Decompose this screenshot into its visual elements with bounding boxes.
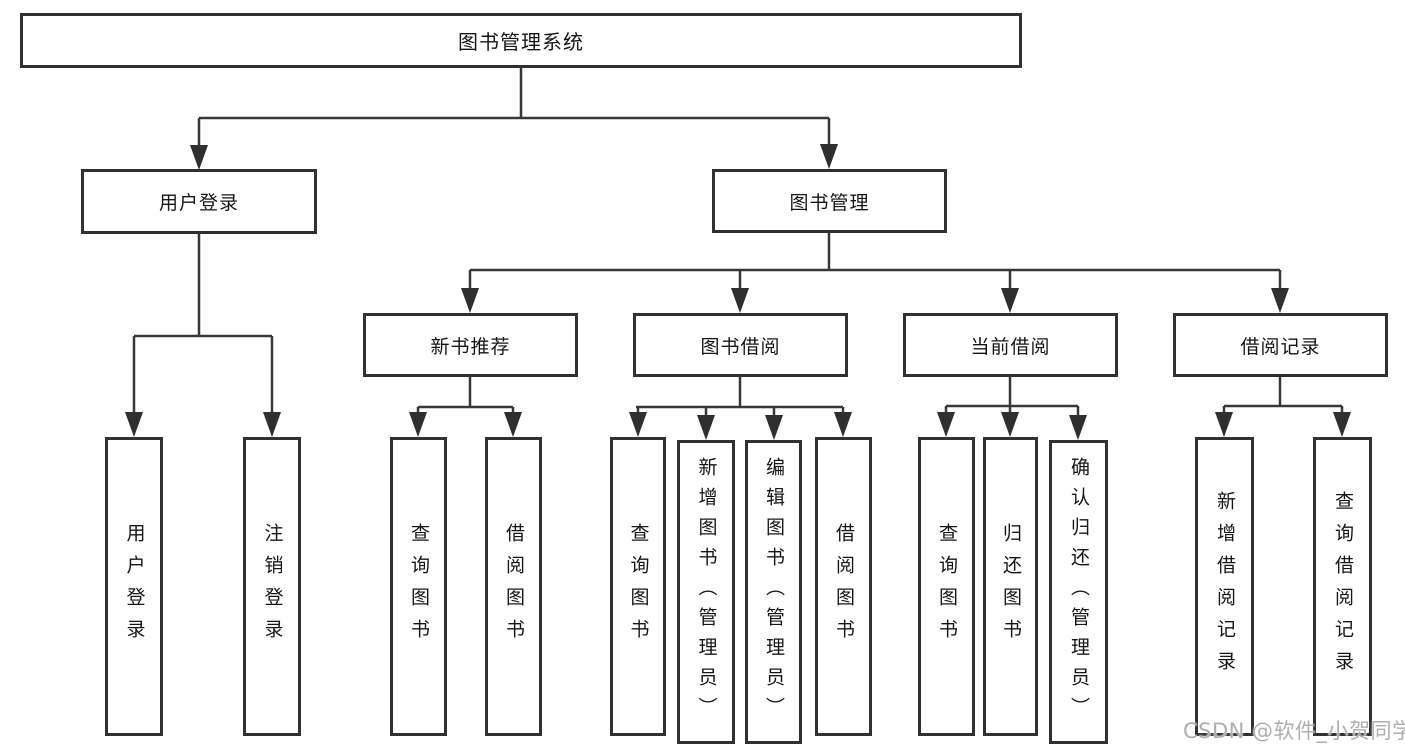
arrow-down-icon (765, 415, 783, 440)
node-leaf-add-borrow-record: 新增借阅记录 (1195, 437, 1254, 736)
arrow-down-icon (1271, 288, 1289, 313)
arrow-down-icon (629, 412, 647, 437)
connector-root-to-level2 (197, 67, 831, 160)
arrowheads (125, 144, 1351, 440)
arrow-down-icon (461, 288, 479, 313)
arrow-down-icon (697, 415, 715, 440)
leaf-label: 查询图书 (627, 522, 650, 651)
connector-user-login-to-leaves (132, 234, 274, 427)
node-leaf-confirm-return-admin: 确认归还（管理员） (1049, 440, 1108, 744)
connector-new-book-recommendation-to-leaves (416, 377, 515, 429)
node-leaf-user-login: 用户登录 (105, 437, 163, 736)
node-user-login: 用户登录 (81, 169, 317, 234)
leaf-label: 查询借阅记录 (1332, 490, 1354, 683)
node-leaf-query-borrow-record: 查询借阅记录 (1313, 437, 1372, 736)
node-new-book-recommendation: 新书推荐 (363, 313, 578, 377)
arrow-down-icon (834, 412, 852, 437)
arrow-down-icon (504, 412, 522, 437)
node-book-management: 图书管理 (712, 169, 947, 233)
arrow-down-icon (1069, 415, 1087, 440)
node-leaf-edit-books-admin: 编辑图书（管理员） (745, 440, 802, 744)
leaf-label: 注销登录 (261, 522, 284, 651)
node-leaf-query-books-current: 查询图书 (918, 437, 975, 736)
node-leaf-return-books: 归还图书 (983, 437, 1038, 736)
arrow-down-icon (1215, 412, 1233, 437)
node-leaf-borrow-books-borrow: 借阅图书 (815, 437, 872, 736)
node-book-borrowing: 图书借阅 (633, 313, 848, 377)
arrow-down-icon (820, 144, 838, 169)
node-book-management-system: 图书管理系统 (20, 13, 1022, 68)
arrow-down-icon (1001, 288, 1019, 313)
arrow-down-icon (409, 412, 427, 437)
node-leaf-borrow-books-recommend: 借阅图书 (485, 437, 542, 736)
arrow-down-icon (190, 145, 208, 170)
node-leaf-query-books-recommend: 查询图书 (390, 437, 447, 736)
leaf-label: 借阅图书 (503, 522, 525, 651)
arrow-down-icon (1333, 412, 1351, 437)
node-leaf-query-books-borrow: 查询图书 (610, 437, 666, 736)
arrow-down-icon (263, 412, 281, 437)
node-leaf-logout: 注销登录 (243, 437, 301, 736)
leaf-label: 用户登录 (123, 522, 146, 651)
arrow-down-icon (125, 412, 143, 437)
arrow-down-icon (731, 288, 749, 313)
arrow-down-icon (937, 412, 955, 437)
connector-book-management-to-level3 (468, 233, 1282, 303)
leaf-label: 查询图书 (936, 522, 958, 651)
leaf-label: 借阅图书 (833, 522, 855, 651)
leaf-label: 确认归还（管理员） (1068, 457, 1090, 727)
leaf-label: 归还图书 (1000, 522, 1022, 651)
node-current-borrowing: 当前借阅 (903, 313, 1118, 377)
node-leaf-add-books-admin: 新增图书（管理员） (677, 440, 735, 744)
leaf-label: 新增图书（管理员） (695, 457, 718, 727)
leaf-label: 查询图书 (408, 522, 430, 651)
connector-book-borrowing-to-leaves (636, 377, 845, 432)
leaf-label: 新增借阅记录 (1214, 490, 1236, 683)
node-borrowing-records: 借阅记录 (1173, 313, 1388, 377)
connector-borrowing-records-to-leaves (1222, 377, 1344, 429)
leaf-label: 编辑图书（管理员） (763, 457, 785, 727)
csdn-watermark: CSDN @软件_小贺同学 (1183, 719, 1405, 743)
arrow-down-icon (1001, 412, 1019, 437)
